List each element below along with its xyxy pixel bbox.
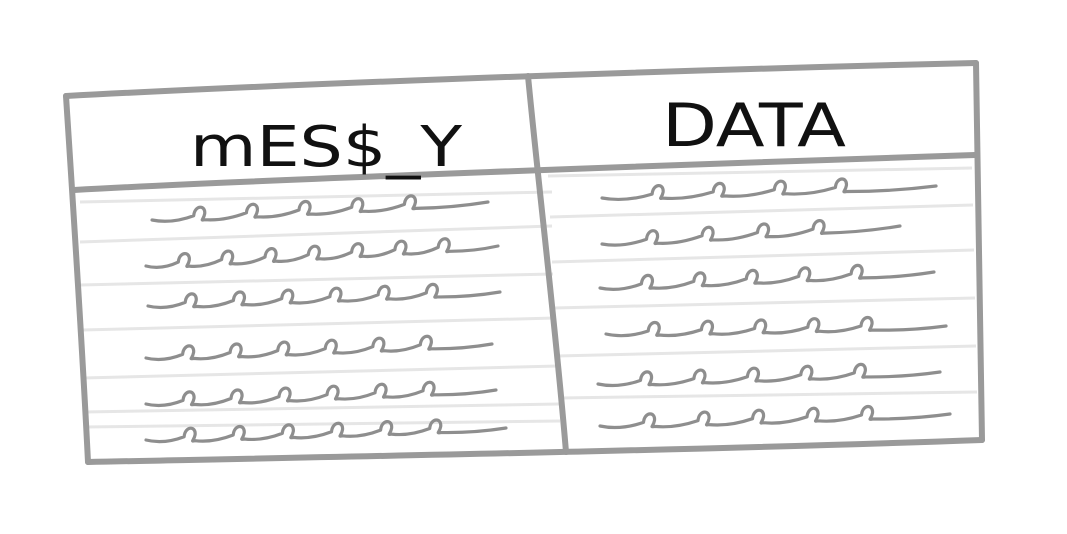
frame-top [63, 60, 979, 99]
column-divider [525, 73, 569, 455]
right-row-scribble-3 [598, 263, 936, 291]
header-divider [71, 152, 978, 193]
left-row-scribble-6 [144, 418, 508, 444]
left-row-scribble-4 [144, 334, 494, 362]
ruled-lines-left [79, 190, 561, 429]
frame-bottom [85, 437, 985, 465]
right-row-scribble-6 [598, 404, 952, 430]
left-row-scribble-5 [144, 380, 498, 408]
column-right-rows [596, 177, 952, 430]
right-row-scribble-4 [604, 315, 948, 338]
right-row-scribble-1 [600, 177, 938, 202]
left-row-scribble-3 [146, 282, 502, 310]
frame-left [63, 93, 91, 465]
left-row-scribble-2 [144, 237, 500, 269]
right-row-scribble-2 [600, 219, 902, 247]
ruled-lines-right [547, 166, 978, 400]
column-header-right: DATA [662, 91, 846, 161]
left-row-scribble-1 [150, 194, 490, 223]
frame-right [973, 60, 985, 443]
right-row-scribble-5 [596, 362, 942, 388]
table-frame [63, 60, 985, 465]
column-left-rows [144, 194, 508, 444]
column-header-left: mES$_Y [190, 115, 463, 180]
